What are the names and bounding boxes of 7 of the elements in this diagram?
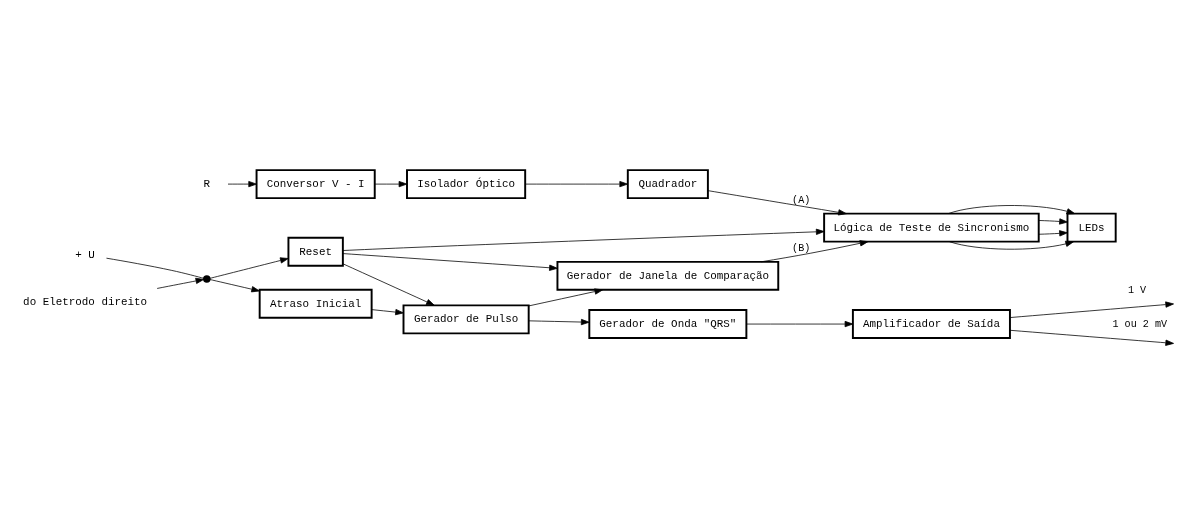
- edge-label: (B): [792, 242, 811, 254]
- edge-label: 1 ou 2 mV: [1112, 318, 1168, 330]
- node-text: + U: [75, 248, 95, 261]
- edge-label: 1 V: [1127, 285, 1147, 297]
- node-text: R: [203, 177, 211, 190]
- edge-label: (A): [792, 195, 811, 207]
- node-text: do Eletrodo direito: [23, 296, 148, 309]
